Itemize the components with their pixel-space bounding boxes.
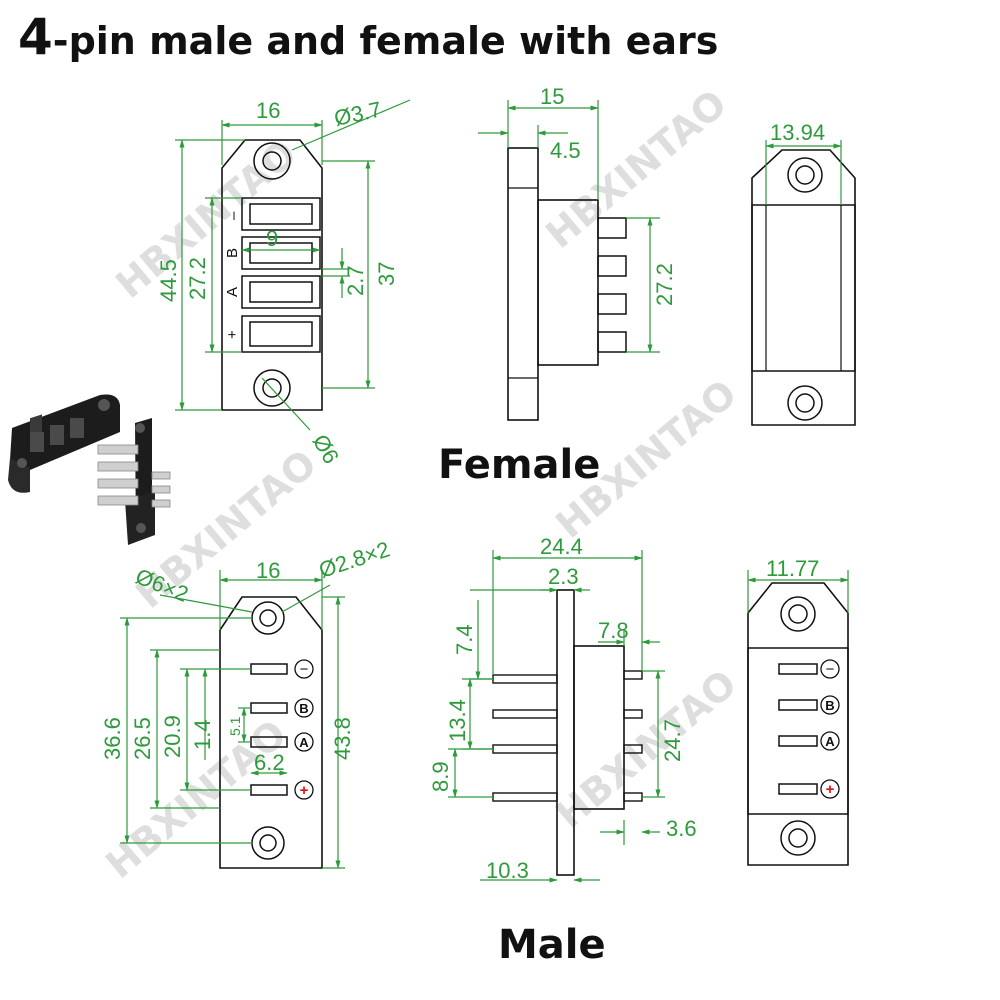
male-back-pins [778,663,818,795]
watermark-text: HBXINTAO [548,661,745,837]
watermarks: HBXINTAO HBXINTAO HBXINTAO HBXINTAO HBXI… [98,81,745,887]
dim-length: 15 [540,84,564,109]
dim-span-mid: 13.4 [445,699,470,742]
dim-6-2: 6.2 [254,750,285,775]
female-back-view: 13.94 [751,120,856,426]
dim-slot-width: 9 [266,226,278,251]
male-side-dim-text: 24.4 2.3 7.8 7.4 13.4 8.9 24.7 3.6 10.3 [428,534,697,883]
dim-bottom-offset: 8.9 [428,761,453,792]
dim-pin-len: 3.6 [666,816,697,841]
product-photo [8,394,171,545]
female-front-dimensions [175,99,411,431]
dim-flange-depth: 10.3 [486,858,529,883]
dim-pin-span: 24.7 [660,719,685,762]
marker-label: A [825,734,835,749]
male-front-view: − B A + [100,536,393,869]
female-side-pins [597,217,627,353]
male-back-markers: − B A + [820,659,840,799]
female-slots [241,197,321,353]
female-label: Female [438,442,601,488]
dim-5-1: 5.1 [227,716,243,736]
marker-label: − [300,661,309,678]
dim-pin-out: 7.8 [598,618,629,643]
dim-hole-spacing: 37 [374,262,399,286]
female-side-dimensions [478,100,660,353]
dim-pin-span: 27.2 [652,263,677,306]
dim-26-5: 26.5 [130,717,155,760]
pin-label: B [224,248,241,258]
dim-width: 11.77 [766,556,819,581]
male-front-markers: − B A + [294,659,314,800]
male-label: Male [498,922,606,968]
female-pin-labels: – B A + [224,211,242,339]
male-side-view: 24.4 2.3 7.8 7.4 13.4 8.9 24.7 3.6 10.3 [428,534,697,883]
female-back-dimensions [765,140,842,205]
marker-label: + [826,781,835,798]
male-back-dimensions [747,570,849,613]
dim-36-6: 36.6 [100,717,125,760]
pin-label: + [224,330,241,339]
dim-width: 13.94 [770,120,825,145]
dim-width: 16 [256,558,280,583]
dim-width: 16 [256,98,280,123]
dim-43-8: 43.8 [330,717,355,760]
male-back-view: − B A + 11.77 [747,556,849,866]
dim-slot-span: 27.2 [185,257,210,300]
page-title: 4-pin male and female with ears [18,8,718,66]
pin-label: A [224,287,241,297]
dim-hole-right: Ø2.8×2 [316,536,393,582]
marker-label: B [825,698,834,713]
dim-slot-pitch: 2.7 [343,265,368,296]
male-front-dimensions [120,570,345,869]
dim-20-9: 20.9 [160,715,185,758]
marker-label: − [826,661,835,678]
marker-label: B [299,701,308,716]
marker-label: + [300,782,309,799]
photo-pins [97,444,139,506]
dim-height-total: 44.5 [156,259,181,302]
dim-top-offset: 7.4 [452,624,477,655]
marker-label: A [299,735,309,750]
title-pin-count: 4 [18,8,53,66]
female-side-view: 15 4.5 27.2 [478,84,677,421]
dim-hole-top: Ø3.7 [332,97,384,131]
dim-1-4: 1.4 [190,719,215,750]
male-side-dimensions [448,550,665,883]
title-text: -pin male and female with ears [52,19,719,63]
pin-label: – [225,211,242,220]
dim-flange: 4.5 [550,138,581,163]
dim-flange: 2.3 [548,564,579,589]
female-side-dim-text: 15 4.5 27.2 [540,84,677,306]
dim-length: 24.4 [540,534,583,559]
